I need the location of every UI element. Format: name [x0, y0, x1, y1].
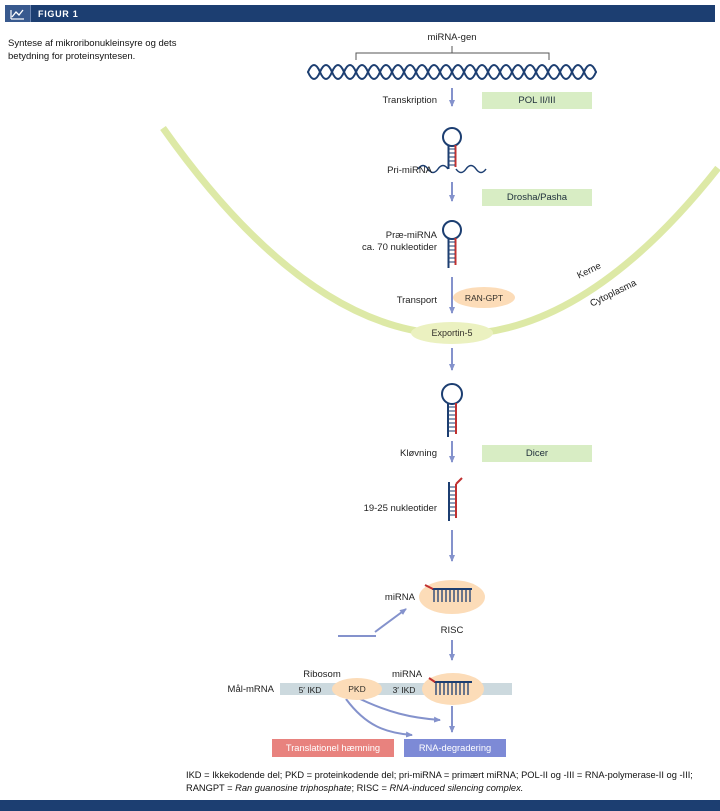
figure-caption: Syntese af mikroribonukleinsyre og dets …: [8, 38, 177, 62]
pre-mirna-label-line2: ca. 70 nukleotider: [362, 242, 437, 253]
footnote-line2: RANGPT = Ran guanosine triphosphate; RIS…: [186, 782, 720, 795]
mirna-duplex: [448, 477, 463, 521]
nuclear-membrane: [160, 125, 720, 338]
footnote-rangpt-prefix: RANGPT =: [186, 783, 236, 793]
footnote-rangpt-term: Ran guanosine triphosphate: [235, 783, 352, 793]
footnote-line1: IKD = Ikkekodende del; PKD = proteinkode…: [186, 770, 693, 780]
chart-icon-glyph: [9, 9, 24, 20]
risc-complex: [419, 580, 485, 614]
mirna-bottom-label: miRNA: [391, 669, 423, 680]
pre-mirna-hairpin: [442, 220, 462, 268]
pri-mirna-hairpin: [417, 127, 487, 174]
utr3-label: 3′ IKD: [392, 685, 416, 695]
dna-helix: [307, 64, 597, 80]
rna-degradation-box: RNA-degradering: [404, 739, 506, 757]
bottom-bar: [0, 800, 720, 811]
nucleotides-label: 19-25 nukleotider: [363, 503, 437, 514]
translational-inhibition-box: Translationel hæmning: [272, 739, 394, 757]
mirna-label: miRNA: [384, 592, 415, 603]
abbreviation-footnote: IKD = Ikkekodende del; PKD = proteinkode…: [186, 769, 720, 795]
dicer-box: Dicer: [482, 445, 592, 462]
footnote-risc-prefix: ; RISC =: [351, 783, 390, 793]
pri-mirna-label: Pri-miRNA: [387, 165, 432, 176]
ran-gpt-oval: RAN-GPT: [453, 287, 515, 308]
target-mrna-label: Mål-mRNA: [227, 684, 274, 695]
pol-box: POL II/III: [482, 92, 592, 109]
figure-title: FIGUR 1: [38, 8, 79, 19]
flow-arrows: [338, 88, 455, 738]
drosha-box: Drosha/Pasha: [482, 189, 592, 206]
figure-header-bar: FIGUR 1: [5, 5, 715, 22]
exportin-oval: Exportin-5: [411, 322, 493, 344]
pre-mirna-label: Præ-miRNA ca. 70 nukleotider: [317, 230, 437, 254]
gene-label: miRNA-gen: [427, 32, 477, 43]
pkd-oval: PKD: [332, 678, 382, 700]
cytoplasmic-hairpin: [441, 383, 463, 437]
transport-label: Transport: [396, 295, 437, 306]
utr5-label: 5′ IKD: [298, 685, 322, 695]
risc-on-mrna: [422, 673, 484, 705]
risc-label: RISC: [440, 625, 464, 636]
ribosome-label: Ribosom: [303, 669, 341, 680]
pre-mirna-label-line1: Præ-miRNA: [385, 230, 437, 241]
gene-bracket: [355, 46, 550, 60]
cleavage-label: Kløvning: [400, 448, 437, 459]
transcription-label: Transkription: [382, 95, 437, 106]
chart-icon: [5, 5, 31, 22]
footnote-risc-term: RNA-induced silencing complex.: [389, 783, 524, 793]
